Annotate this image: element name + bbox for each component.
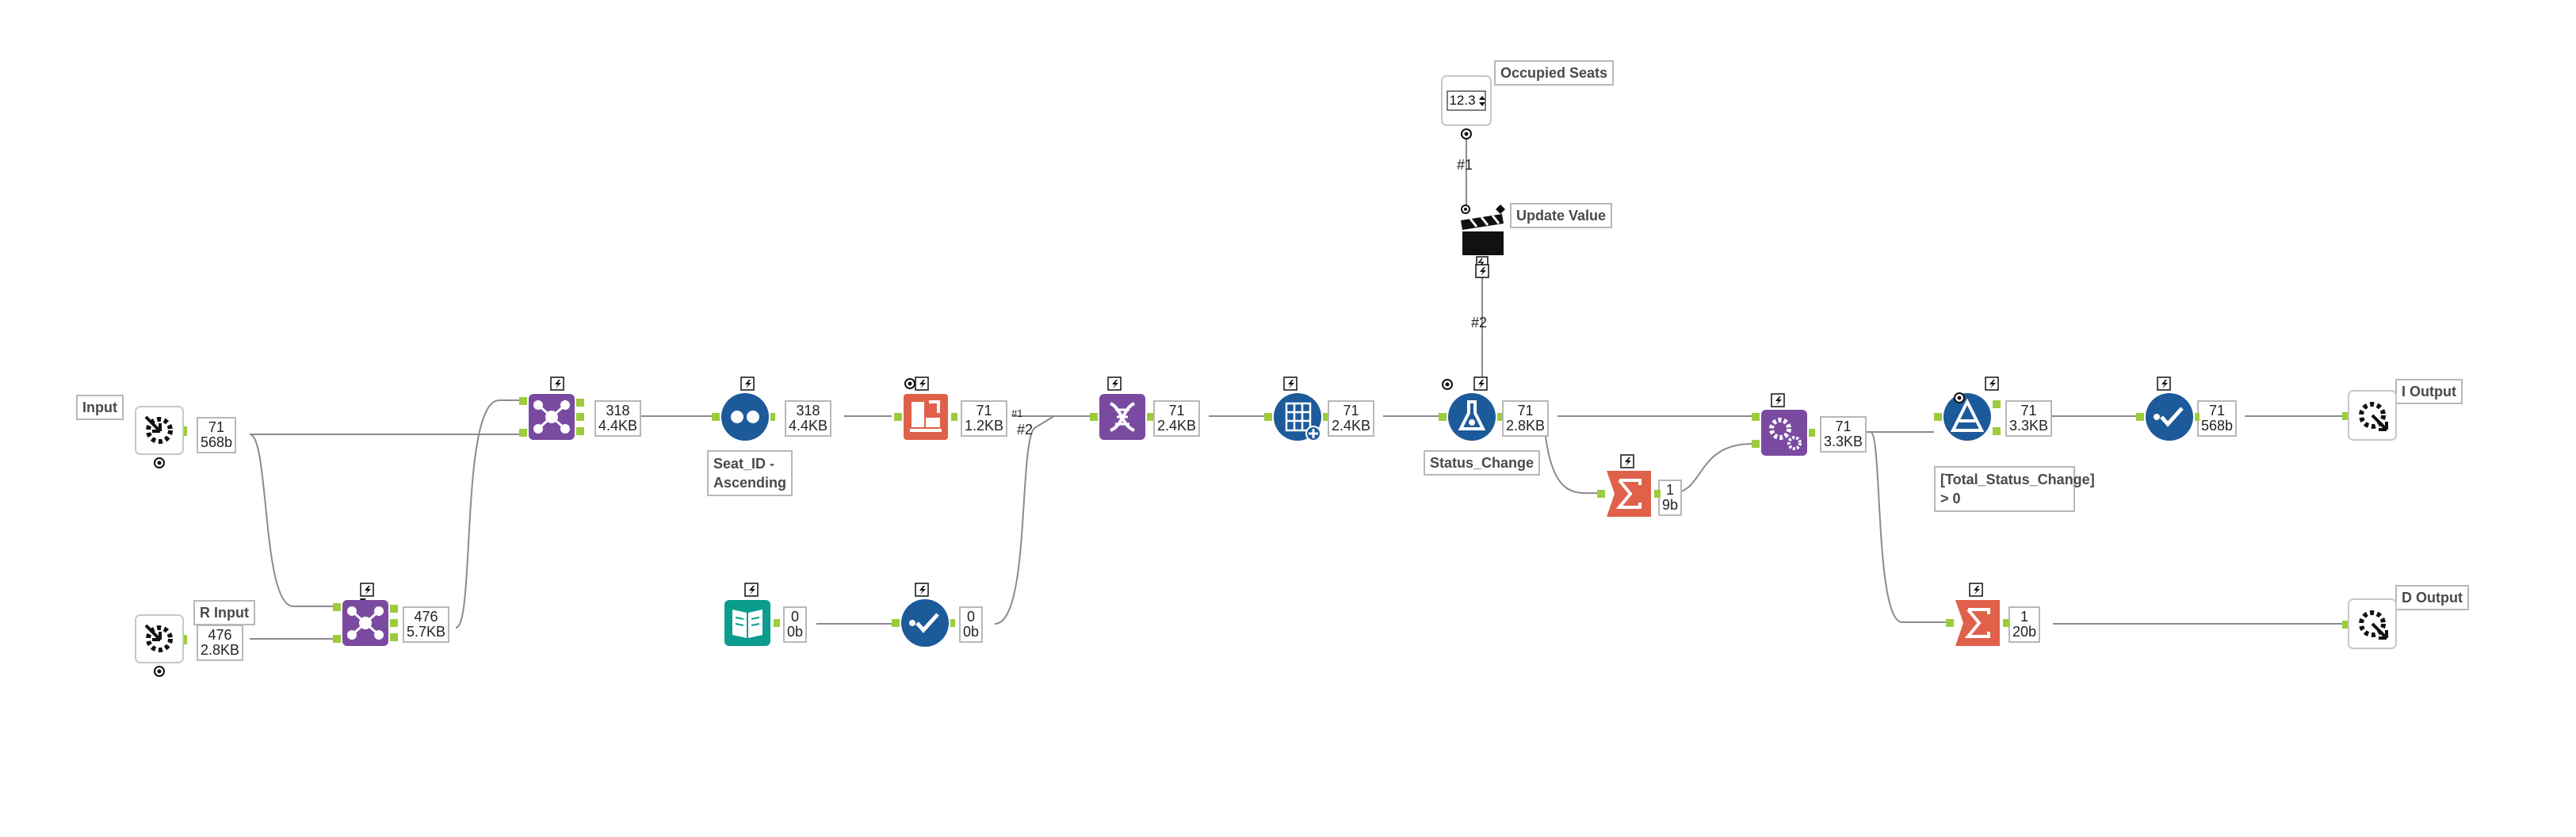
cache-indicator-icon [1442,379,1453,390]
numeric-value: 12.3 [1449,93,1476,108]
action-icon [1461,204,1505,267]
sort-tool[interactable] [712,392,775,441]
select-tool-1[interactable] [892,598,955,648]
update-value-annotation: Update Value [1510,203,1613,228]
sort-icon [712,393,775,441]
update-value-tool[interactable] [1454,204,1505,267]
append-fields-tool[interactable] [1264,392,1328,441]
select-tool-2[interactable] [2136,392,2200,441]
input-annotation: Input [76,395,124,420]
text-input-tool[interactable] [723,598,780,648]
macro-input-tool[interactable] [135,406,187,468]
macro-gear-icon [1752,410,1815,456]
macro-output-i-tool[interactable] [2342,390,2397,441]
join-icon [333,598,398,646]
r-input-annotation: R Input [193,600,255,625]
join-tool-1[interactable] [333,598,398,648]
filter-tool[interactable] [1934,392,2001,441]
record-id-icon [894,394,957,440]
formula-tool[interactable] [1439,392,1502,441]
summarize-icon [1597,471,1661,517]
connection-tag-1: #1 [1457,157,1473,173]
join-icon [519,394,584,440]
i-output-annotation: I Output [2395,379,2463,404]
connection-tag-2: #2 [1471,315,1488,331]
text-input-icon [724,600,780,646]
append-fields-icon [1264,393,1328,441]
summarize-tool-1[interactable] [1597,469,1661,518]
select-icon [2136,393,2200,441]
macro-output-icon [2342,598,2397,649]
macro-input-icon [135,614,187,677]
macro-input-r-tool[interactable] [135,614,187,677]
record-id-tool[interactable] [894,392,957,441]
sort-annotation: Seat_ID - Ascending [707,450,793,496]
d-output-annotation: D Output [2395,585,2469,610]
macro-output-d-tool[interactable] [2342,598,2397,649]
numeric-up-down-icon [1441,75,1492,140]
select-icon [892,599,955,647]
macro-tool[interactable] [1752,408,1815,457]
connection-tag-4: #1 [1011,407,1023,419]
filter-annotation: [Total_Status_Change] > 0 [1934,466,2095,512]
formula-icon [1439,393,1502,441]
summarize-icon [1946,600,2009,646]
transpose-tool[interactable] [1090,392,1153,441]
numeric-up-down-tool[interactable]: 12.3 [1441,75,1493,140]
summarize-tool-2[interactable] [1946,598,2009,648]
occupied-seats-annotation: Occupied Seats [1494,60,1615,86]
transpose-icon [1090,394,1153,440]
macro-output-icon [2342,390,2397,441]
connection-tag-3: #2 [1017,422,1034,438]
filter-icon [1934,393,2001,441]
join-tool-2[interactable] [519,392,584,441]
macro-input-icon [135,406,187,468]
status-change-annotation: Status_Change [1424,450,1541,476]
